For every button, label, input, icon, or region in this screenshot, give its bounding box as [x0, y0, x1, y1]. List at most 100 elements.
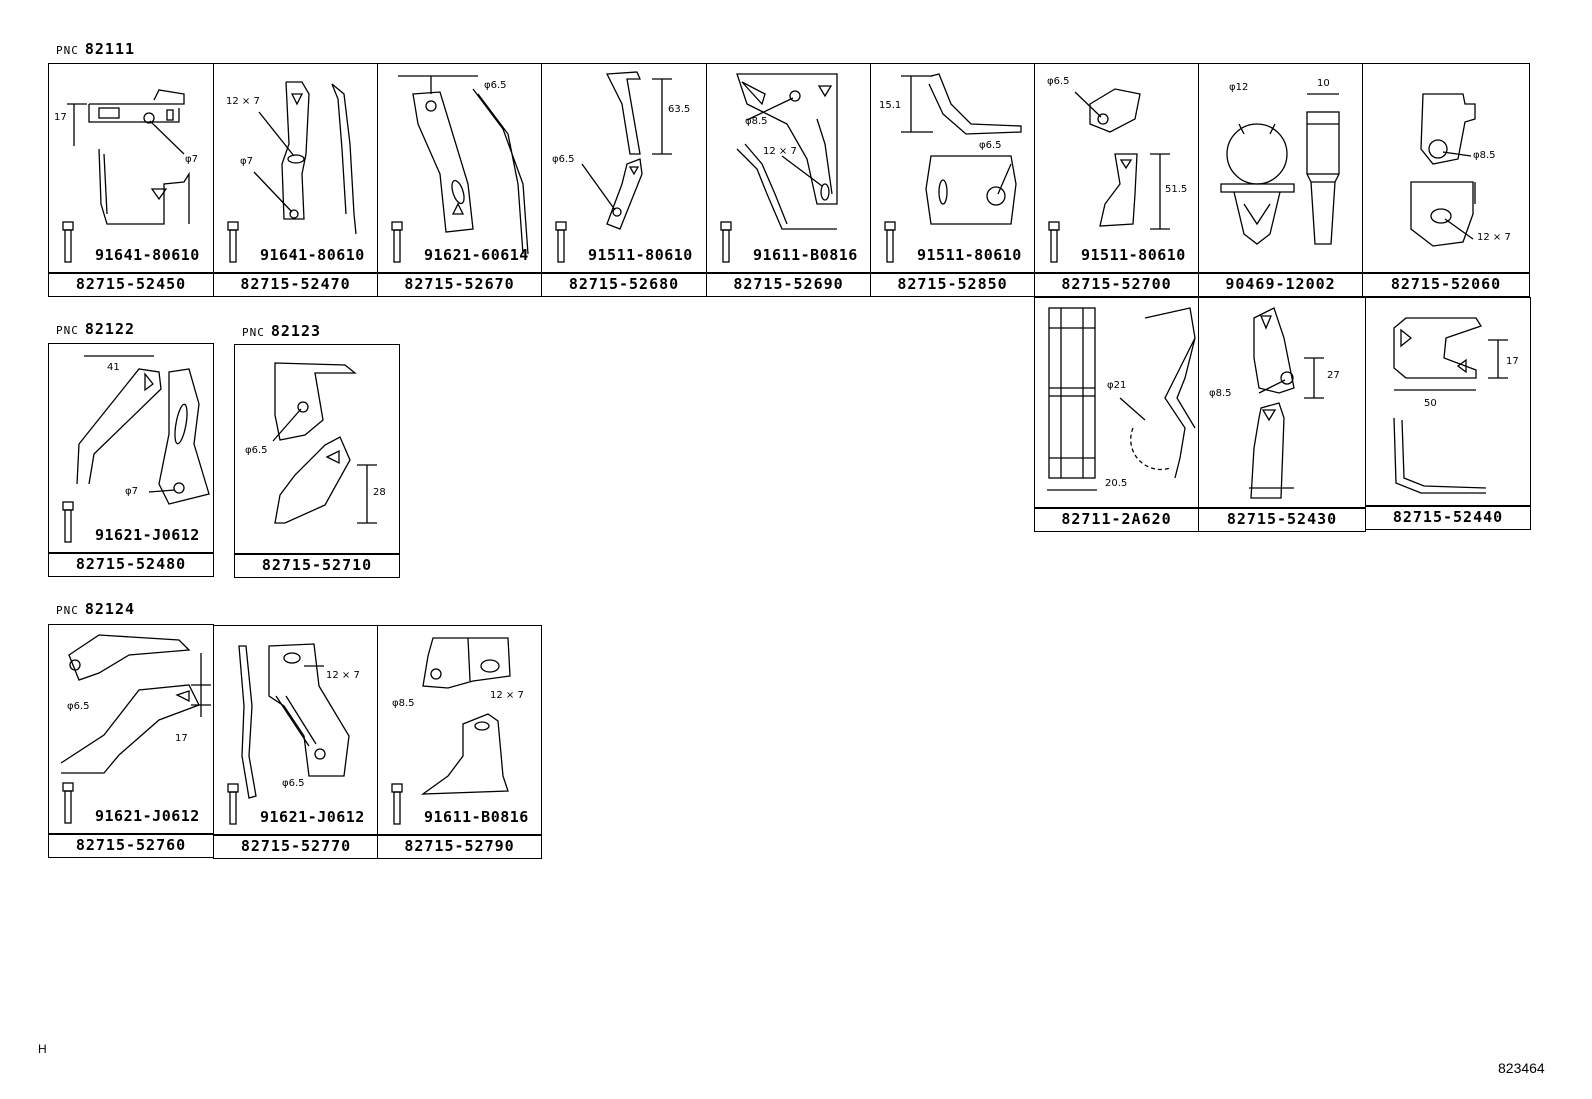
part-number-caption: 82715-52470 [213, 273, 378, 297]
part-cell-90469-12002: φ12 10 [1198, 63, 1363, 273]
pnc-prefix: PNC [56, 44, 79, 57]
bracket-drawing [884, 73, 1022, 263]
part-number-caption: 82715-52690 [706, 273, 871, 297]
dimension-label: 17 [54, 112, 67, 123]
pnc-header-82124: PNC 82124 [56, 600, 135, 618]
bolt-number: 91621-J0612 [95, 526, 200, 544]
bracket-drawing [720, 73, 838, 263]
part-cell-82715-52470: 12 × 7 φ7 91641-80610 [213, 63, 378, 273]
bracket-drawing [272, 362, 377, 524]
bracket-drawing [62, 355, 210, 543]
dimension-label: 12 × 7 [1477, 232, 1511, 243]
dimension-label: 28 [373, 487, 386, 498]
dimension-label: φ7 [185, 154, 198, 165]
bolt-number: 91511-80610 [917, 246, 1022, 264]
dimension-label: φ6.5 [484, 80, 507, 91]
dimension-label: 63.5 [668, 104, 691, 115]
dimension-label: 12 × 7 [326, 670, 360, 681]
dimension-label: φ7 [125, 486, 138, 497]
illustration-number: 823464 [1498, 1060, 1545, 1076]
pnc-header-82122: PNC 82122 [56, 320, 135, 338]
dimension-label: φ8.5 [1473, 150, 1496, 161]
clamp-drawing [1047, 307, 1196, 491]
pnc-number: 82123 [270, 322, 322, 340]
bolt-number: 91621-J0612 [260, 808, 365, 826]
part-cell-82715-52440: 17 50 [1365, 297, 1531, 506]
dimension-label: φ6.5 [282, 778, 305, 789]
dimension-label: φ6.5 [979, 140, 1002, 151]
corner-mark: H [38, 1042, 47, 1056]
bolt-number: 91511-80610 [1081, 246, 1186, 264]
part-number-caption: 82715-52060 [1362, 273, 1530, 297]
bolt-number: 91511-80610 [588, 246, 693, 264]
dimension-label: 12 × 7 [490, 690, 524, 701]
bracket-drawing [62, 89, 190, 263]
part-cell-82715-52670: φ6.5 91621-60614 [377, 63, 542, 273]
part-number-caption: 82711-2A620 [1034, 508, 1199, 532]
bolt-number: 91621-J0612 [95, 807, 200, 825]
dimension-label: 12 × 7 [226, 96, 260, 107]
dimension-label: 20.5 [1105, 478, 1128, 489]
dimension-label: 41 [107, 362, 120, 373]
dimension-label: φ6.5 [1047, 76, 1070, 87]
bracket-drawing [60, 634, 211, 824]
dimension-label: 51.5 [1165, 184, 1188, 195]
dimension-label: 12 × 7 [763, 146, 797, 157]
dimension-label: 27 [1327, 370, 1340, 381]
part-number-caption: 90469-12002 [1198, 273, 1363, 297]
part-cell-82715-52060: φ8.5 12 × 7 [1362, 63, 1530, 273]
bracket-drawing [1393, 317, 1508, 494]
dimension-label: φ8.5 [1209, 388, 1232, 399]
dimension-label: φ6.5 [245, 445, 268, 456]
part-cell-82715-52690: φ8.5 12 × 7 91611-B0816 [706, 63, 871, 273]
clip-drawing [1220, 93, 1340, 245]
dimension-label: φ6.5 [67, 701, 90, 712]
dimension-label: φ6.5 [552, 154, 575, 165]
pnc-prefix: PNC [56, 604, 79, 617]
part-cell-82715-52480: 41 φ7 91621-J0612 [48, 343, 214, 553]
dimension-label: φ21 [1107, 380, 1127, 391]
part-number-caption: 82715-52450 [48, 273, 214, 297]
dimension-label: φ12 [1229, 82, 1249, 93]
dimension-label: 15.1 [879, 100, 902, 111]
part-number-caption: 82715-52790 [377, 835, 542, 859]
dimension-label: φ8.5 [745, 116, 768, 127]
part-number-caption: 82715-52440 [1365, 506, 1531, 530]
dimension-label: 50 [1424, 398, 1437, 409]
bracket-drawing [1410, 93, 1476, 247]
part-number-caption: 82715-52710 [234, 554, 400, 578]
bracket-drawing [555, 71, 672, 263]
bracket-drawing [391, 75, 529, 263]
bracket-drawing [1249, 307, 1324, 499]
bracket-drawing [227, 81, 357, 263]
pnc-prefix: PNC [242, 326, 265, 339]
part-number-caption: 82715-52480 [48, 553, 214, 577]
pnc-number: 82111 [84, 40, 136, 58]
pnc-header-82111: PNC 82111 [56, 40, 135, 58]
bolt-number: 91621-60614 [424, 246, 529, 264]
dimension-label: 17 [1506, 356, 1519, 367]
part-number-caption: 82715-52850 [870, 273, 1035, 297]
pnc-prefix: PNC [56, 324, 79, 337]
dimension-label: φ7 [240, 156, 253, 167]
bracket-drawing [227, 643, 350, 825]
dimension-label: 17 [175, 733, 188, 744]
part-cell-82715-52680: 63.5 φ6.5 91511-80610 [541, 63, 707, 273]
part-number-caption: 82715-52700 [1034, 273, 1199, 297]
part-number-caption: 82715-52760 [48, 834, 214, 858]
bolt-number: 91611-B0816 [424, 808, 529, 826]
bolt-number: 91641-80610 [95, 246, 200, 264]
pnc-number: 82122 [84, 320, 136, 338]
bracket-drawing [391, 637, 511, 825]
bolt-number: 91641-80610 [260, 246, 365, 264]
part-number-caption: 82715-52670 [377, 273, 542, 297]
dimension-label: 10 [1317, 78, 1330, 89]
bolt-number: 91611-B0816 [753, 246, 858, 264]
part-cell-82715-52760: φ6.5 17 91621-J0612 [48, 624, 214, 834]
part-cell-82715-52700: φ6.5 51.5 91511-80610 [1034, 63, 1199, 273]
part-number-caption: 82715-52430 [1198, 508, 1366, 532]
part-cell-82715-52430: 27 φ8.5 [1198, 297, 1366, 508]
part-number-caption: 82715-52770 [213, 835, 379, 859]
pnc-number: 82124 [84, 600, 136, 618]
part-cell-82711-2A620: φ21 20.5 [1034, 297, 1199, 508]
